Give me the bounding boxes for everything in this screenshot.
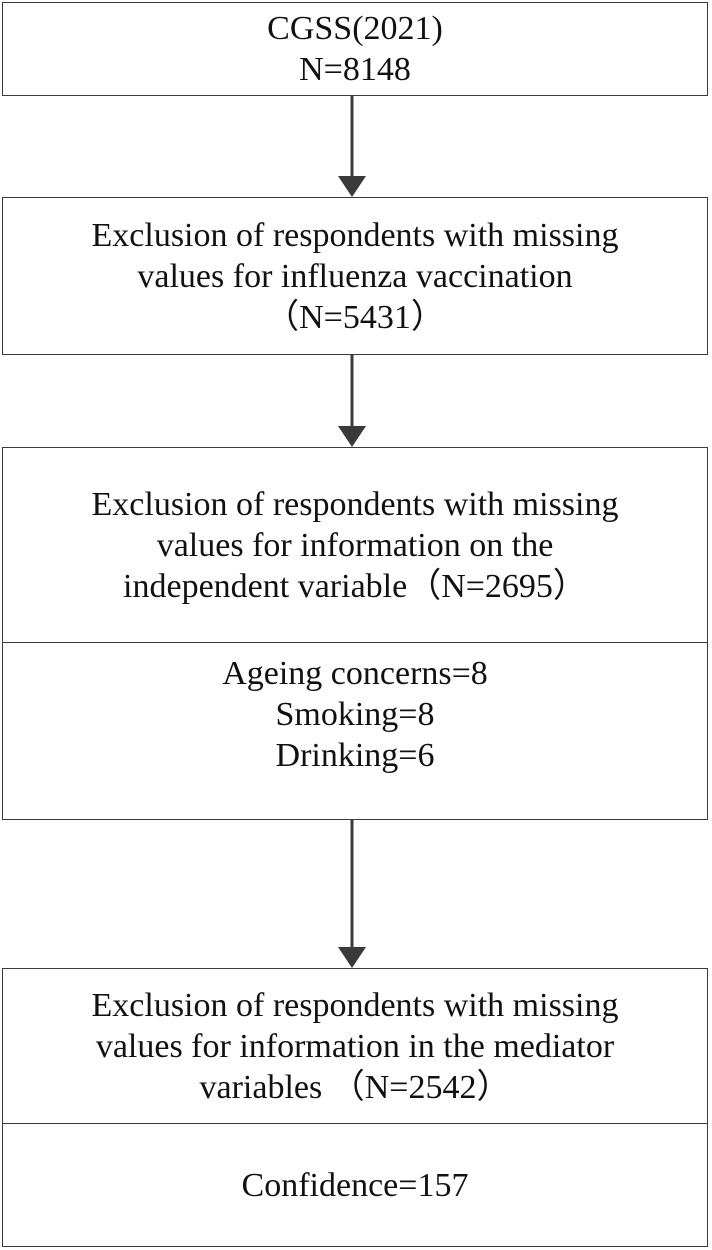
arrow-step3-to-step4	[338, 820, 366, 968]
flow-box-mediator-details: Confidence=157	[3, 1124, 707, 1246]
flow-box-mediator-exclusion: Exclusion of respondents with missing va…	[2, 968, 708, 1247]
flow-box-independent-details: Ageing concerns=8 Smoking=8 Drinking=6	[3, 643, 707, 819]
flow-box-cgss-line-2: N=8148	[299, 51, 411, 88]
flow-box-independent-line-2: values for information on the	[156, 526, 554, 564]
flow-box-independent-exclusion: Exclusion of respondents with missing va…	[2, 447, 708, 820]
flow-box-mediator-line-3: variables （N=2542）	[199, 1068, 511, 1106]
arrow-step2-to-step3	[338, 355, 366, 447]
flow-box-cgss-line-1: CGSS(2021)	[267, 10, 443, 47]
flow-box-vaccination-line-3: （N=5431）	[265, 298, 445, 336]
flow-box-mediator-divider	[3, 1123, 707, 1124]
detail-confidence: Confidence=157	[241, 1166, 469, 1204]
flow-box-vaccination-text: Exclusion of respondents with missing va…	[3, 198, 707, 354]
flow-box-vaccination-exclusion: Exclusion of respondents with missing va…	[2, 197, 708, 355]
flow-box-vaccination-line-1: Exclusion of respondents with missing	[91, 216, 619, 254]
flow-box-cgss-text: CGSS(2021) N=8148	[3, 3, 707, 95]
detail-smoking: Smoking=8	[275, 696, 435, 733]
flow-box-mediator-text: Exclusion of respondents with missing va…	[3, 969, 707, 1123]
flow-box-independent-divider	[3, 642, 707, 643]
arrow-step1-to-step2	[338, 96, 366, 197]
flow-box-independent-text: Exclusion of respondents with missing va…	[3, 448, 707, 642]
flow-box-vaccination-line-2: values for influenza vaccination	[137, 257, 573, 295]
flow-box-independent-line-3: independent variable（N=2695）	[123, 567, 587, 605]
flow-box-cgss: CGSS(2021) N=8148	[2, 2, 708, 96]
detail-drinking: Drinking=6	[275, 737, 435, 774]
detail-ageing-concerns: Ageing concerns=8	[222, 655, 488, 692]
flow-box-independent-line-1: Exclusion of respondents with missing	[91, 485, 619, 523]
flow-box-mediator-line-2: values for information in the mediator	[95, 1027, 615, 1065]
flow-box-mediator-line-1: Exclusion of respondents with missing	[91, 986, 619, 1024]
